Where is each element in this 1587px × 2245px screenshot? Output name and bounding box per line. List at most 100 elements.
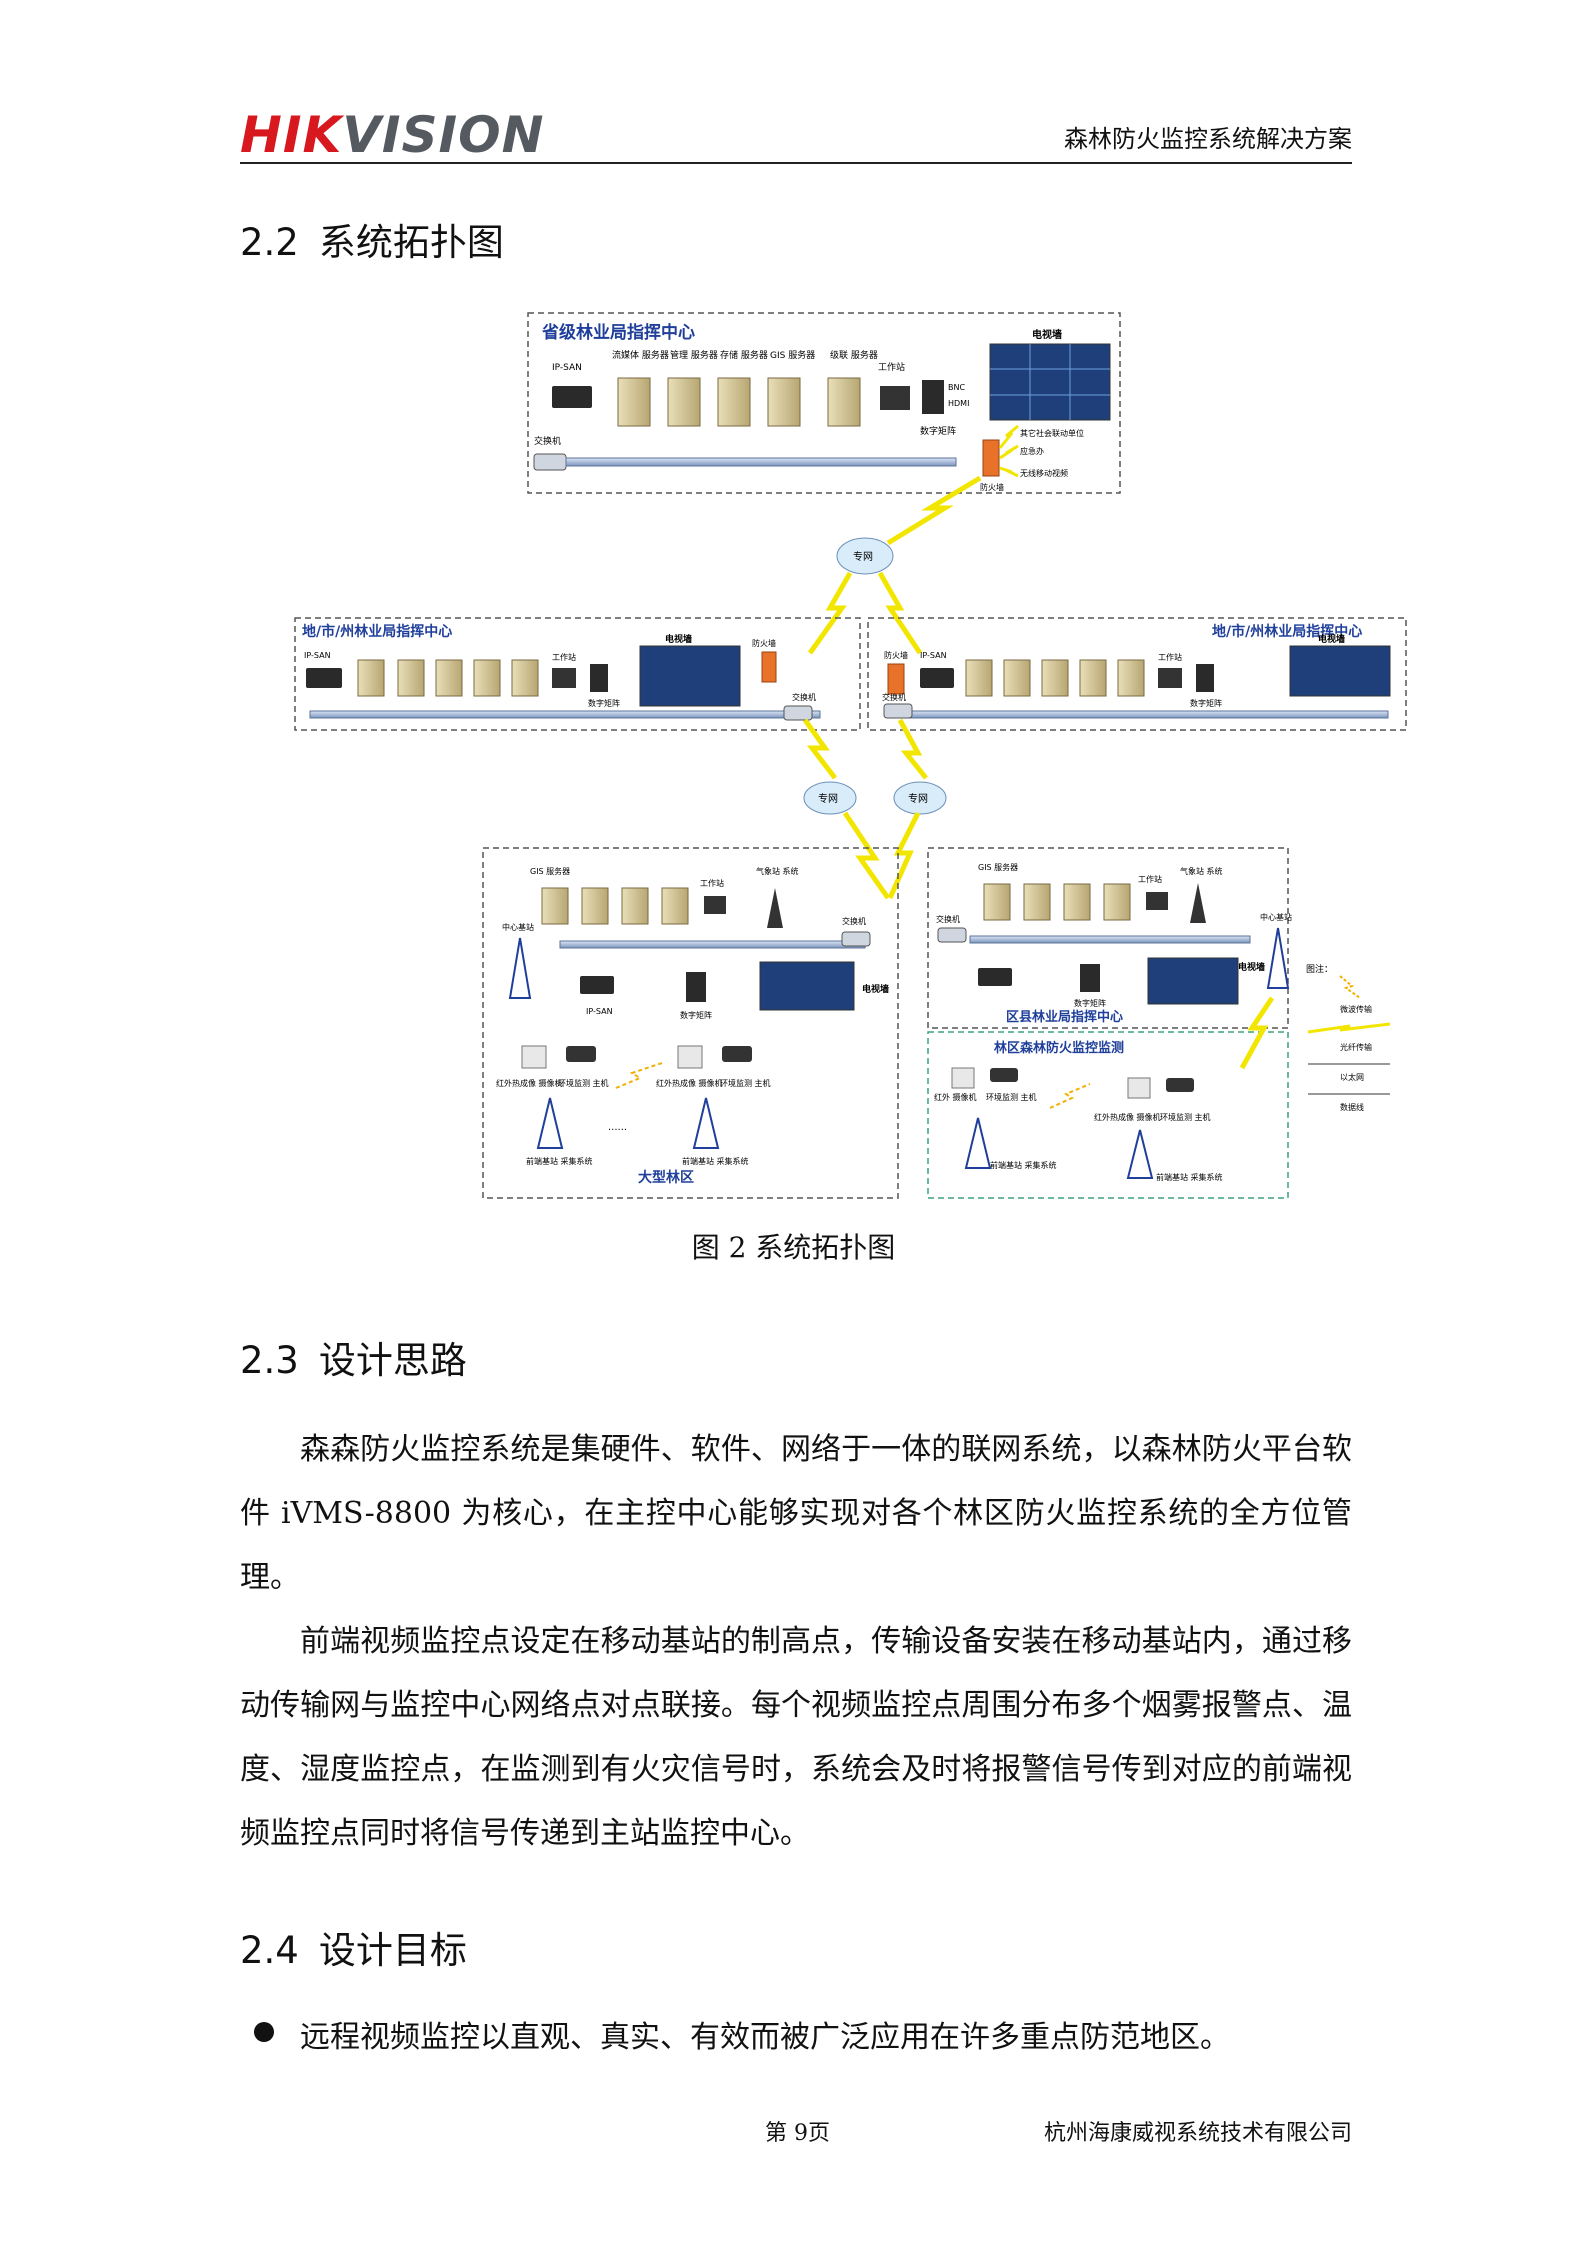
section-number: 2.3 xyxy=(240,1339,299,1382)
label: GIS 服务器 xyxy=(978,862,1018,872)
label: 管理 服务器 xyxy=(670,349,718,361)
label: 电视墙 xyxy=(862,983,889,995)
label: 应急办 xyxy=(1020,446,1044,456)
label: 数字矩阵 xyxy=(680,1010,712,1020)
label: 无线移动视频 xyxy=(1020,468,1068,478)
label: 防火墙 xyxy=(752,638,776,648)
label: 前端基站 采集系统 xyxy=(1156,1172,1223,1182)
label: 前端基站 采集系统 xyxy=(526,1156,593,1166)
legend: 图注： 微波传输 光纤传输 以太网 数据线 xyxy=(1306,963,1391,1112)
label: 级联 服务器 xyxy=(830,349,878,361)
section-number: 2.4 xyxy=(240,1929,299,1972)
label: GIS 服务器 xyxy=(770,349,815,361)
city-center-right: 地/市/州林业局指挥中心 防火墙 IP-SAN 工作站 数字矩阵 电视墙 交换机 xyxy=(867,617,1407,731)
label: 专网 xyxy=(908,792,928,805)
label: 中心基站 xyxy=(1260,912,1292,922)
label: 工作站 xyxy=(1138,874,1162,884)
section-heading-2-2: 2.2 系统拓扑图 xyxy=(240,212,504,266)
section-heading-2-4: 2.4 设计目标 xyxy=(240,1920,467,1974)
legend-item: 以太网 xyxy=(1340,1072,1364,1082)
city-center-left: 地/市/州林业局指挥中心 IP-SAN 工作站 数字矩阵 电视墙 防火墙 交换机 xyxy=(294,617,861,731)
label: 数字矩阵 xyxy=(1190,698,1222,708)
section-number: 2.2 xyxy=(240,221,299,264)
label: 存储 服务器 xyxy=(720,349,768,361)
label: 电视墙 xyxy=(1238,961,1265,973)
private-net-cloud: 专网 xyxy=(836,537,894,575)
bullet-text: 远程视频监控以直观、真实、有效而被广泛应用在许多重点防范地区。 xyxy=(300,2020,1230,2055)
label: 防火墙 xyxy=(980,482,1004,492)
county-forest-title: 林区森林防火监控监测 xyxy=(994,1040,1124,1056)
label: 流媒体 服务器 xyxy=(612,349,669,361)
label: 交换机 xyxy=(936,914,960,924)
section-title: 系统拓扑图 xyxy=(318,221,504,264)
label: 环境监测 主机 xyxy=(720,1078,771,1088)
legend-item: 光纤传输 xyxy=(1340,1042,1372,1052)
label: 红外热成像 摄像机 xyxy=(656,1078,723,1088)
label: ...... xyxy=(608,1122,627,1133)
province-title: 省级林业局指挥中心 xyxy=(541,322,695,343)
private-net-cloud: 专网 专网 xyxy=(803,781,947,815)
label: 电视墙 xyxy=(1318,633,1345,645)
label: 电视墙 xyxy=(665,633,692,645)
large-forest-title: 大型林区 xyxy=(638,1169,694,1186)
label: BNC xyxy=(948,383,965,392)
bullet-item: 远程视频监控以直观、真实、有效而被广泛应用在许多重点防范地区。 xyxy=(254,2012,1230,2056)
label: 专网 xyxy=(853,550,873,563)
paragraph-text: 前端视频监控点设定在移动基站的制高点，传输设备安装在移动基站内，通过移动传输网与… xyxy=(240,1624,1352,1851)
label: 数字矩阵 xyxy=(1074,998,1106,1008)
paragraph: 森森防火监控系统是集硬件、软件、网络于一体的联网系统，以森林防火平台软件 iVM… xyxy=(240,1418,1352,1610)
page-number: 第 9页 xyxy=(765,2121,830,2146)
label: 交换机 xyxy=(842,916,866,926)
legend-item: 数据线 xyxy=(1340,1102,1364,1112)
label: IP-SAN xyxy=(304,651,331,660)
topology-diagram: 省级林业局指挥中心 IP-SAN 流媒体 服务器 管理 服务器 存储 服务器 G… xyxy=(290,308,1412,1208)
label: 工作站 xyxy=(552,652,576,662)
label: 红外热成像 摄像机 xyxy=(496,1078,563,1088)
label: 交换机 xyxy=(534,435,561,447)
label: 防火墙 xyxy=(884,650,908,660)
paragraph-text: 森森防火监控系统是集硬件、软件、网络于一体的联网系统，以森林防火平台软件 iVM… xyxy=(240,1432,1352,1595)
paragraph: 前端视频监控点设定在移动基站的制高点，传输设备安装在移动基站内，通过移动传输网与… xyxy=(240,1610,1352,1866)
label: 工作站 xyxy=(700,878,724,888)
label: 前端基站 采集系统 xyxy=(682,1156,749,1166)
label: 数字矩阵 xyxy=(588,698,620,708)
label: 环境监测 主机 xyxy=(986,1092,1037,1102)
page-header: HIKVISION 森林防火监控系统解决方案 xyxy=(240,100,1352,164)
section-title: 设计目标 xyxy=(318,1929,467,1972)
company-name: 杭州海康威视系统技术有限公司 xyxy=(1043,2121,1352,2146)
label: GIS 服务器 xyxy=(530,866,570,876)
province-center: 省级林业局指挥中心 IP-SAN 流媒体 服务器 管理 服务器 存储 服务器 G… xyxy=(527,312,1121,494)
label: HDMI xyxy=(948,399,969,408)
legend-title: 图注： xyxy=(1306,963,1333,975)
large-forest-area: 大型林区 GIS 服务器 工作站 气象站 系统 交换机 中心基站 IP-SAN … xyxy=(482,847,899,1199)
label: 环境监测 主机 xyxy=(1160,1112,1211,1122)
label: 电视墙 xyxy=(1032,328,1062,341)
label: 专网 xyxy=(818,792,838,805)
bullet-icon xyxy=(254,2022,274,2042)
city-title: 地/市/州林业局指挥中心 xyxy=(302,623,452,640)
label: 工作站 xyxy=(1158,652,1182,662)
hikvision-logo: HIKVISION xyxy=(240,106,545,164)
label: 前端基站 采集系统 xyxy=(990,1160,1057,1170)
section-title: 设计思路 xyxy=(318,1339,467,1382)
label: 红外 摄像机 xyxy=(934,1092,977,1102)
label: IP-SAN xyxy=(920,651,947,660)
label: 数字矩阵 xyxy=(920,425,956,437)
figure-caption: 图 2 系统拓扑图 xyxy=(691,1231,896,1264)
county-title: 区县林业局指挥中心 xyxy=(1006,1009,1123,1025)
label: IP-SAN xyxy=(586,1007,613,1016)
label: 交换机 xyxy=(882,692,906,702)
document-title: 森林防火监控系统解决方案 xyxy=(1064,125,1352,153)
label: 其它社会联动单位 xyxy=(1020,428,1084,438)
label: 交换机 xyxy=(792,692,816,702)
label: IP-SAN xyxy=(552,363,582,373)
label: 红外热成像 摄像机 xyxy=(1094,1112,1161,1122)
city-title-right: 地/市/州林业局指挥中心 xyxy=(1212,623,1362,640)
label: 工作站 xyxy=(878,361,905,373)
county-forest-monitoring: 林区森林防火监控监测 红外 摄像机 环境监测 主机 前端基站 采集系统 红外热成… xyxy=(927,1031,1289,1199)
label: 气象站 系统 xyxy=(756,866,799,876)
label: 环境监测 主机 xyxy=(558,1078,609,1088)
county-center: 区县林业局指挥中心 GIS 服务器 工作站 气象站 系统 交换机 中心基站 数字… xyxy=(927,847,1292,1029)
label: 气象站 系统 xyxy=(1180,866,1223,876)
legend-item: 微波传输 xyxy=(1340,1004,1372,1014)
